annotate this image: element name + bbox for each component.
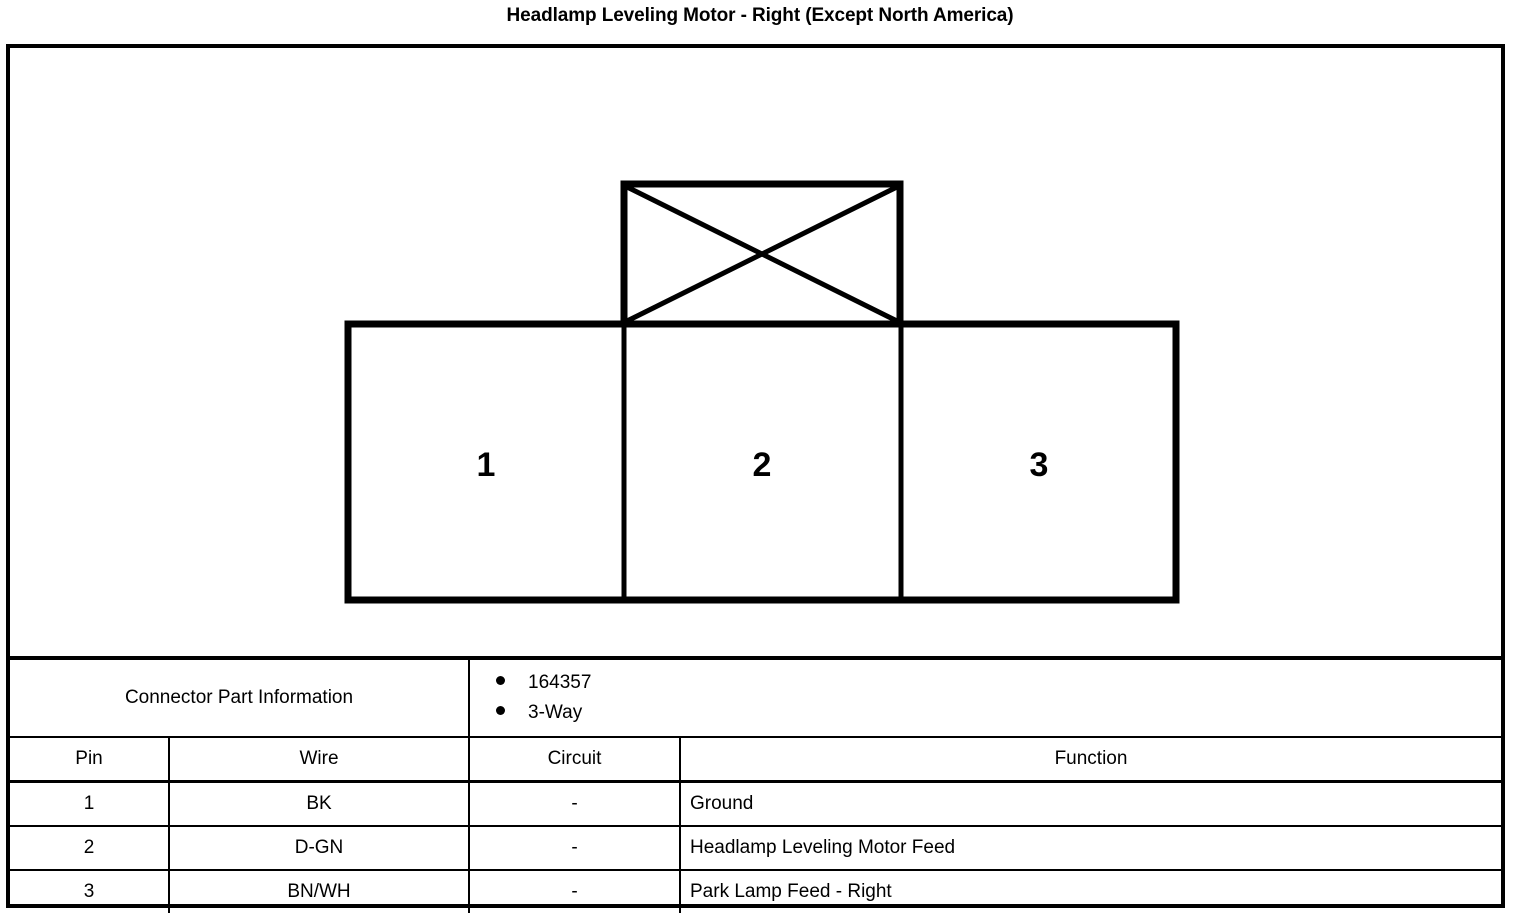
connector-diagram-panel: 1 2 3 [6,44,1505,660]
table-row: 2 D-GN - Headlamp Leveling Motor Feed [10,825,1501,871]
cavity-number-1: 1 [477,446,496,484]
column-header-wire: Wire [168,736,470,783]
connector-table: Connector Part Information 164357 3-Way … [10,660,1501,913]
table-row: 1 BK - Ground [10,780,1501,827]
cell-function: Headlamp Leveling Motor Feed [679,825,1501,871]
cell-wire: BK [168,780,470,827]
column-header-circuit: Circuit [468,736,681,783]
cell-pin: 2 [10,825,170,871]
connector-face-view: 1 2 3 [342,180,1182,604]
column-header-pin: Pin [10,736,170,783]
connector-body [344,320,1180,604]
cell-pin: 3 [10,869,170,913]
bullet-icon [496,706,505,716]
table-header-row: Pin Wire Circuit Function [10,736,1501,783]
cell-function: Park Lamp Feed - Right [679,869,1501,913]
part-info-bullet-item: 3-Way [496,698,1501,728]
cell-circuit: - [468,780,681,827]
cell-function: Ground [679,780,1501,827]
cell-wire: D-GN [168,825,470,871]
part-number-value: 164357 [528,672,592,693]
connector-part-information-label: Connector Part Information [10,660,470,738]
cavity-number-2: 2 [753,446,772,484]
page-title: Headlamp Leveling Motor - Right (Except … [506,5,1014,26]
bullet-icon [496,676,505,686]
cavity-number-3: 3 [1030,446,1049,484]
way-count-value: 3-Way [528,702,583,723]
connector-information-table: Connector Part Information 164357 3-Way … [6,660,1505,913]
cell-circuit: - [468,825,681,871]
part-info-bullet-list: 164357 3-Way [496,668,1501,728]
cell-pin: 1 [10,780,170,827]
cell-circuit: - [468,869,681,913]
connector-svg: 1 2 3 [344,180,1180,604]
part-info-bullet-item: 164357 [496,668,1501,698]
table-row: 3 BN/WH - Park Lamp Feed - Right [10,869,1501,913]
cell-wire: BN/WH [168,869,470,913]
column-header-function: Function [679,736,1501,783]
connector-part-information-row: Connector Part Information 164357 3-Way [10,660,1501,738]
x-crossed-tab-icon [620,180,904,328]
connector-part-information-values: 164357 3-Way [468,660,1501,738]
